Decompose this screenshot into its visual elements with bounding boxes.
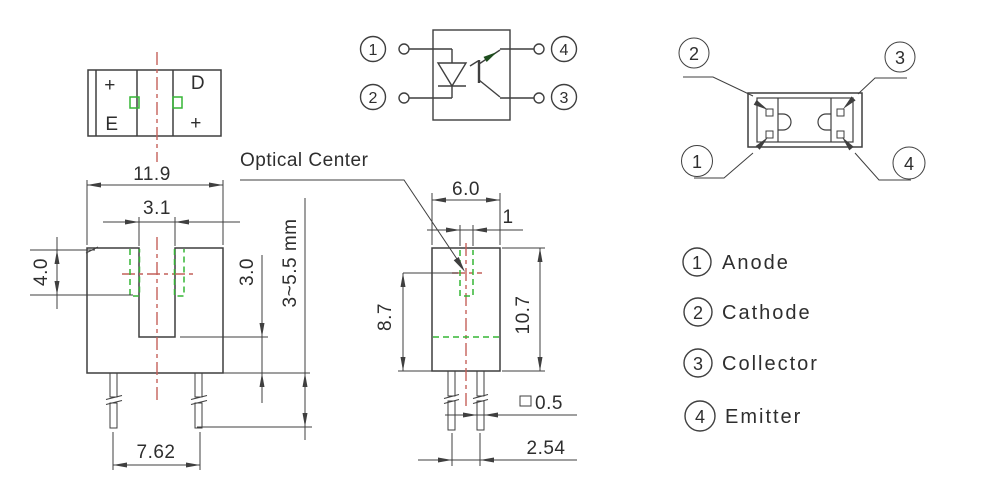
svg-text:3~5.5 mm: 3~5.5 mm xyxy=(280,218,301,307)
dim-slot-width: 3.1 xyxy=(103,198,240,246)
svg-text:2: 2 xyxy=(693,303,703,323)
leader-arrow-icon xyxy=(842,137,854,151)
svg-text:0.5: 0.5 xyxy=(535,393,563,414)
svg-text:3: 3 xyxy=(560,90,569,107)
front-view-drawing: 11.9 3.1 4.0 3.0 xyxy=(30,164,312,470)
svg-text:3.1: 3.1 xyxy=(143,198,171,219)
svg-text:8.7: 8.7 xyxy=(375,303,396,331)
optical-window xyxy=(459,250,474,297)
svg-text:1: 1 xyxy=(692,152,702,172)
dim-optical-center-height: 8.7 xyxy=(375,272,458,372)
legend-item-cathode: 2 Cathode xyxy=(683,297,812,327)
schematic-circuit: 1 2 4 3 xyxy=(359,29,578,121)
detector-aperture-marker xyxy=(172,96,183,109)
optical-center-label: Optical Center xyxy=(240,150,369,171)
svg-text:4.0: 4.0 xyxy=(31,258,52,286)
phototransistor-symbol xyxy=(469,48,534,99)
schematic-pin-2: 2 xyxy=(359,83,387,111)
dim-overall-width: 11.9 xyxy=(86,164,224,245)
svg-text:1: 1 xyxy=(502,207,513,228)
terminal-emitter xyxy=(533,43,545,55)
top-view-drawing: + E D + xyxy=(87,52,222,162)
svg-text:1: 1 xyxy=(369,42,378,59)
svg-text:3: 3 xyxy=(895,48,905,68)
schematic-pin-1: 1 xyxy=(359,35,387,63)
svg-text:10.7: 10.7 xyxy=(513,296,534,335)
legend-item-emitter: 4 Emitter xyxy=(684,400,802,432)
dim-overall-height: 10.7 xyxy=(502,247,545,372)
dim-lead-length: 3~5.5 mm xyxy=(197,198,312,440)
legend-item-collector: 3 Collector xyxy=(683,348,819,378)
terminal-collector xyxy=(533,92,545,104)
pin-pad-1 xyxy=(765,130,774,139)
front-leads xyxy=(105,372,208,429)
emitter-aperture-marker xyxy=(129,96,140,109)
leader-arrow-icon xyxy=(843,96,856,109)
legend-item-anode: 1 Anode xyxy=(682,247,790,277)
svg-text:2: 2 xyxy=(689,44,699,64)
svg-text:Cathode: Cathode xyxy=(722,302,812,324)
dim-window-width: 1 xyxy=(427,207,523,246)
dim-lead-thickness: 0.5 xyxy=(445,393,577,418)
svg-text:4: 4 xyxy=(695,407,705,427)
dim-lead-spacing: 7.62 xyxy=(112,432,201,470)
svg-text:Anode: Anode xyxy=(722,252,790,274)
terminal-cathode xyxy=(398,92,410,104)
bottom-view-pin-4: 4 xyxy=(842,137,926,181)
leader-arrow-icon xyxy=(753,99,768,110)
optical-center-callout: Optical Center xyxy=(240,150,465,272)
front-body-outline xyxy=(86,247,224,374)
svg-text:7.62: 7.62 xyxy=(137,442,176,463)
polarity-mark-bottom-right: + xyxy=(190,113,202,134)
svg-text:1: 1 xyxy=(692,253,702,273)
schematic-pin-4: 4 xyxy=(550,35,578,63)
pin-pad-2 xyxy=(765,108,774,117)
svg-text:3: 3 xyxy=(693,354,703,374)
svg-text:4: 4 xyxy=(904,154,914,174)
detector-window xyxy=(173,249,185,297)
light-ray-line xyxy=(469,60,479,67)
pin-pad-3 xyxy=(836,108,845,117)
emitter-window xyxy=(129,249,141,297)
svg-text:11.9: 11.9 xyxy=(133,164,171,185)
leader-arrow-icon xyxy=(453,257,465,272)
svg-text:3.0: 3.0 xyxy=(237,258,258,286)
svg-text:Collector: Collector xyxy=(722,353,819,375)
dim-lead-pitch: 2.54 xyxy=(418,433,577,466)
pin-legend: 1 Anode 2 Cathode 3 Collector 4 Emitter xyxy=(682,247,819,432)
emitter-side-label: E xyxy=(105,114,118,135)
bottom-view-pin-1: 1 xyxy=(681,137,768,179)
dim-overall-depth: 6.0 xyxy=(431,179,501,245)
dim-window-height: 4.0 xyxy=(30,237,133,309)
side-view-drawing: Optical Center 6.0 1 xyxy=(240,150,577,466)
svg-text:Emitter: Emitter xyxy=(725,406,802,428)
pin-pad-4 xyxy=(836,130,845,139)
dim-slot-base-offset: 3.0 xyxy=(180,255,310,403)
detector-side-label: D xyxy=(191,73,205,94)
svg-text:6.0: 6.0 xyxy=(452,179,480,200)
bottom-view-pin-3: 3 xyxy=(843,41,916,109)
svg-text:2: 2 xyxy=(369,90,378,107)
svg-text:4: 4 xyxy=(560,42,569,59)
terminal-anode xyxy=(398,43,410,55)
schematic-pin-3: 3 xyxy=(550,83,578,111)
square-section-symbol xyxy=(519,395,532,407)
led-symbol xyxy=(409,48,468,99)
emitter-arrow-icon xyxy=(483,52,497,62)
bottom-view-pin-2: 2 xyxy=(678,37,768,110)
polarity-mark-top-left: + xyxy=(104,75,116,96)
right-lens-notch xyxy=(817,113,831,131)
leader-arrow-icon xyxy=(755,137,768,150)
bottom-view-drawing: 2 3 1 4 xyxy=(678,37,926,181)
left-lens-notch xyxy=(778,113,792,131)
svg-text:2.54: 2.54 xyxy=(527,438,566,459)
